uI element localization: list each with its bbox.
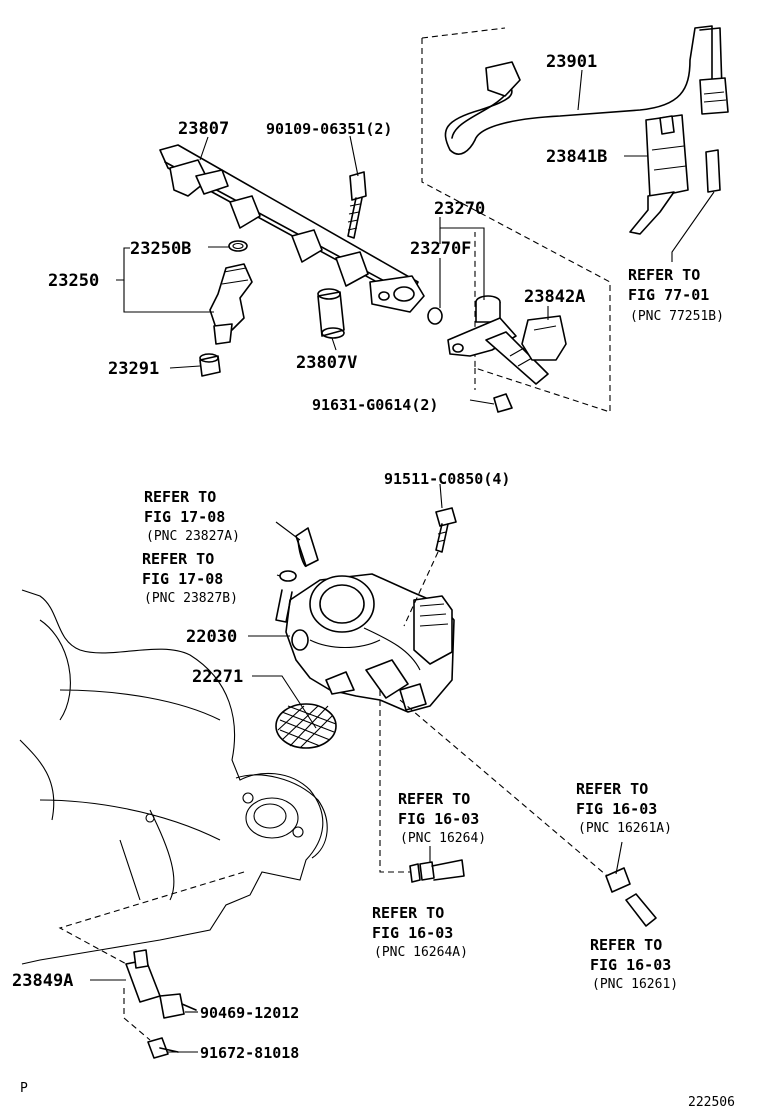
refer-16261-line2: FIG 16-03: [590, 956, 671, 974]
refer-17b-line3: (PNC 23827B): [144, 591, 238, 606]
label-23842A: 23842A: [524, 287, 585, 307]
part-labels: 23901 23807 90109-06351(2) 23841B 23270 …: [12, 52, 607, 1062]
label-90469: 90469-12012: [200, 1004, 299, 1022]
sensor-90469[interactable]: [159, 993, 197, 1019]
refer-16261-line1: REFER TO: [590, 936, 662, 954]
insulator-23807V[interactable]: [317, 288, 345, 339]
bolt-91511[interactable]: [435, 507, 457, 553]
fuel-delivery-pipe-23807[interactable]: [159, 144, 425, 313]
throttle-gasket-22271[interactable]: [275, 703, 337, 749]
label-91631: 91631-G0614(2): [312, 396, 438, 414]
refer-17a-line3: (PNC 23827A): [146, 529, 240, 544]
refer-16261A-line2: FIG 16-03: [576, 800, 657, 818]
label-23841B: 23841B: [546, 147, 607, 167]
refer-17b-line1: REFER TO: [142, 550, 214, 568]
label-23270: 23270: [434, 199, 485, 219]
refer-16264A-line2: FIG 16-03: [372, 924, 453, 942]
refer-note-16-03-16264A[interactable]: REFER TO FIG 16-03 (PNC 16264A): [372, 904, 468, 960]
label-22030: 22030: [186, 627, 237, 647]
bolt-91631[interactable]: [469, 393, 513, 413]
hose-clip-23841B[interactable]: [629, 114, 689, 235]
label-91511: 91511-C0850(4): [384, 470, 510, 488]
refer-note-16-03-16261A[interactable]: REFER TO FIG 16-03 (PNC 16261A): [576, 780, 672, 836]
refer-note-77-01[interactable]: REFER TO FIG 77-01 (PNC 77251B): [628, 266, 724, 324]
refer-77-line1: REFER TO: [628, 266, 700, 284]
throttle-body-22030[interactable]: [285, 573, 455, 713]
label-22271: 22271: [192, 667, 243, 687]
refer-16264-line1: REFER TO: [398, 790, 470, 808]
pressure-regulator-23270[interactable]: [447, 295, 549, 385]
lower-dashed-links: [58, 551, 613, 1041]
label-23849A: 23849A: [12, 971, 73, 991]
refer-16264-line2: FIG 16-03: [398, 810, 479, 828]
sensor-bracket-23849A[interactable]: [125, 949, 161, 1003]
bolt-91672[interactable]: [147, 1037, 179, 1059]
bolt-90109[interactable]: [347, 171, 367, 239]
fuel-hose-23901[interactable]: [444, 25, 729, 155]
label-91672: 91672-81018: [200, 1044, 299, 1062]
vacuum-hose-stub: [671, 149, 721, 262]
label-23807: 23807: [178, 119, 229, 139]
label-23901: 23901: [546, 52, 597, 72]
corner-mark: P: [20, 1081, 28, 1096]
refer-note-17-08-a[interactable]: REFER TO FIG 17-08 (PNC 23827A): [144, 488, 240, 544]
refer-note-16-03-16264[interactable]: REFER TO FIG 16-03 (PNC 16264): [398, 790, 486, 846]
refer-77-line3: (PNC 77251B): [630, 309, 724, 324]
clamp-23842A[interactable]: [521, 315, 567, 361]
lower-hose-ends: [409, 841, 657, 927]
refer-note-17-08-b[interactable]: REFER TO FIG 17-08 (PNC 23827B): [142, 550, 238, 606]
refer-16264-line3: (PNC 16264): [400, 831, 486, 846]
label-23250B: 23250B: [130, 239, 191, 259]
refer-17a-line1: REFER TO: [144, 488, 216, 506]
injector-seal-23291[interactable]: [199, 353, 221, 377]
refer-16261A-line3: (PNC 16261A): [578, 821, 672, 836]
label-90109: 90109-06351(2): [266, 120, 392, 138]
throttle-hoses: [275, 521, 319, 623]
label-23807V: 23807V: [296, 353, 357, 373]
refer-17b-line2: FIG 17-08: [142, 570, 223, 588]
o-ring-23250B[interactable]: [228, 240, 248, 252]
refer-16264A-line3: (PNC 16264A): [374, 945, 468, 960]
refer-16261A-line1: REFER TO: [576, 780, 648, 798]
refer-77-line2: FIG 77-01: [628, 286, 709, 304]
refer-16264A-line1: REFER TO: [372, 904, 444, 922]
intake-manifold: [19, 589, 328, 965]
label-23270F: 23270F: [410, 239, 471, 259]
refer-17a-line2: FIG 17-08: [144, 508, 225, 526]
leader-lines: [90, 69, 648, 1053]
refer-16261-line3: (PNC 16261): [592, 977, 678, 992]
o-ring-23270F[interactable]: [427, 307, 443, 325]
figure-code: 222506: [688, 1095, 735, 1110]
label-23291: 23291: [108, 359, 159, 379]
refer-note-16-03-16261[interactable]: REFER TO FIG 16-03 (PNC 16261): [590, 936, 678, 992]
fuel-injector-23250[interactable]: [209, 263, 253, 345]
label-23250: 23250: [48, 271, 99, 291]
